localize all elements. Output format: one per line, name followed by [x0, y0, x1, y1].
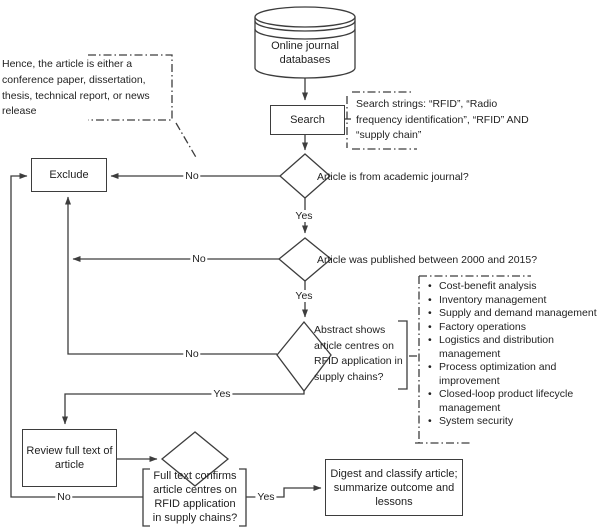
- database-cylinder-disc-line-1: [254, 20, 356, 32]
- hence-annotation-line: thesis, technical report, or news: [2, 89, 150, 102]
- decision-fulltext-line: article centres on: [153, 484, 237, 496]
- arrow-fulltext-no-to-exclude: [10, 173, 143, 498]
- hence-annotation: Hence, the article is either a conferenc…: [2, 57, 150, 120]
- hence-annotation-border: [88, 54, 173, 121]
- arrow-abstract-yes-to-review: [62, 391, 305, 425]
- topic-item: Supply and demand management: [420, 307, 600, 321]
- review-node: Review full text of article: [22, 429, 117, 487]
- digest-node: Digest and classify article; summarize o…: [325, 459, 463, 516]
- fulltext-note-bracket-right: [239, 468, 247, 527]
- database-label: Online journal databases: [255, 39, 355, 67]
- decision-fulltext-label: Full text confirms article centres on RF…: [150, 469, 240, 525]
- diamond-abstract: [276, 320, 332, 393]
- edge-label-abstract-no: No: [183, 348, 201, 360]
- abstract-note-bracket-right: [398, 320, 408, 390]
- topic-item: Closed-loop product lifecycle management: [420, 388, 600, 415]
- topics-annotation-list: Cost-benefit analysis Inventory manageme…: [420, 280, 600, 429]
- topic-item: Process optimization and improvement: [420, 361, 600, 388]
- hence-annotation-line: conference paper, dissertation,: [2, 73, 146, 86]
- hence-annotation-line: release: [2, 105, 37, 118]
- decision-published-label: Article was published between 2000 and 2…: [317, 254, 538, 266]
- decision-abstract-line: article centres on: [314, 339, 394, 352]
- decision-abstract-line: RFID application in: [314, 355, 403, 367]
- topic-item: System security: [420, 415, 600, 429]
- exclude-node: Exclude: [31, 158, 107, 192]
- exclude-node-label: Exclude: [49, 169, 89, 181]
- topic-item: Inventory management: [420, 294, 600, 308]
- search-strings-line: “supply chain”: [356, 129, 422, 141]
- database-cylinder-disc-line-2: [254, 28, 356, 40]
- arrow-abstract-no-to-exclude: [65, 196, 277, 355]
- diamond-academic: [279, 153, 331, 199]
- edge-label-abstract-yes: Yes: [211, 388, 233, 400]
- hence-annotation-leader: [175, 122, 198, 160]
- decision-fulltext-line: Full text confirms: [153, 470, 237, 482]
- decision-academic-label: Article is from academic journal?: [317, 171, 469, 183]
- topic-item: Factory operations: [420, 321, 600, 335]
- edge-label-published-yes: Yes: [293, 290, 315, 302]
- edge-label-academic-no: No: [183, 170, 201, 182]
- search-strings-annotation: Search strings: “RFID”, “Radio frequency…: [356, 97, 529, 144]
- database-label-line: Online journal: [271, 40, 339, 52]
- decision-fulltext-line: in supply chains?: [152, 512, 238, 524]
- topic-item: Cost-benefit analysis: [420, 280, 600, 294]
- decision-abstract-line: Abstract shows: [314, 324, 386, 336]
- review-node-label: Review full text of article: [26, 444, 112, 472]
- review-node-line: article: [54, 459, 85, 471]
- decision-abstract-label: Abstract shows article centres on RFID a…: [314, 323, 406, 385]
- diamond-fulltext: [160, 431, 230, 487]
- digest-node-label: Digest and classify article; summarize o…: [330, 467, 457, 509]
- diamond-published: [277, 237, 333, 282]
- decision-abstract-line: supply chains?: [314, 370, 384, 383]
- database-cylinder-top: [254, 6, 356, 28]
- digest-node-line: Digest and classify article;: [330, 467, 458, 480]
- database-label-line: databases: [279, 54, 331, 66]
- search-strings-line: Search strings: “RFID”, “Radio: [356, 98, 498, 110]
- edge-label-fulltext-no: No: [55, 491, 73, 503]
- fulltext-note-bracket-left: [142, 468, 150, 527]
- search-node-label: Search: [290, 114, 325, 126]
- digest-node-line: summarize outcome and: [333, 481, 455, 494]
- digest-node-line: lessons: [375, 495, 413, 508]
- topic-item: Logistics and distribution management: [420, 334, 600, 361]
- edge-label-published-no: No: [190, 253, 208, 265]
- decision-fulltext-line: RFID application: [154, 498, 236, 510]
- search-strings-line: frequency identification”, “RFID” AND: [356, 113, 529, 126]
- search-node: Search: [270, 105, 345, 135]
- hence-annotation-line: Hence, the article is either a: [2, 58, 133, 70]
- edge-label-fulltext-yes: Yes: [255, 491, 277, 503]
- edge-label-academic-yes: Yes: [293, 210, 315, 222]
- review-node-line: Review full text of: [26, 445, 113, 457]
- database-cylinder-body: [254, 17, 356, 79]
